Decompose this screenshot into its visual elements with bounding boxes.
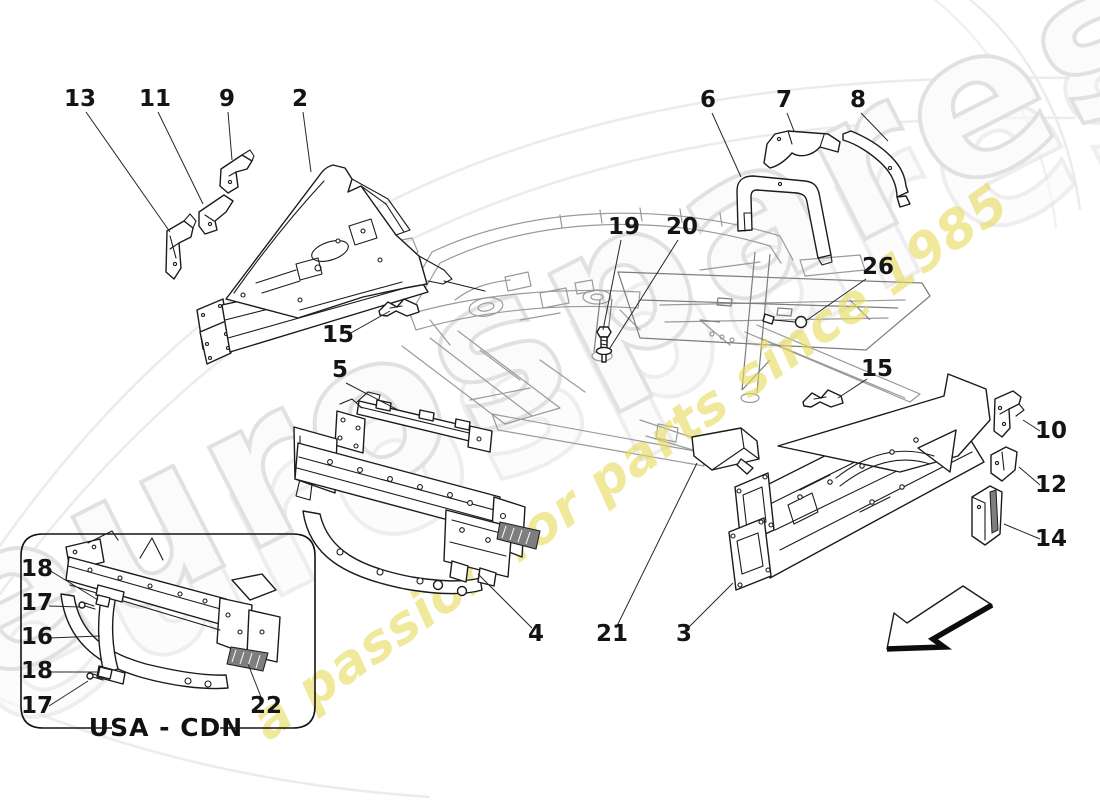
part-number-9[interactable]: 9 xyxy=(219,86,235,112)
part-number-12[interactable]: 12 xyxy=(1035,472,1067,498)
bracket-9 xyxy=(219,149,255,194)
trim-6 xyxy=(736,175,833,266)
leader-21 xyxy=(615,462,698,629)
front-frame-4 xyxy=(293,398,541,597)
crossmember-5 xyxy=(356,391,493,453)
part-number-26[interactable]: 26 xyxy=(862,254,894,280)
rail-assembly-3 xyxy=(728,373,991,591)
part-number-15-left[interactable]: 15 xyxy=(322,322,354,348)
part-number-11[interactable]: 11 xyxy=(139,86,171,112)
part-number-14[interactable]: 14 xyxy=(1035,526,1067,552)
part-number-8[interactable]: 8 xyxy=(850,87,866,113)
leader-10 xyxy=(1022,419,1041,432)
leader-22 xyxy=(247,663,264,703)
inset-frame-drawing xyxy=(60,530,281,690)
pin-26 xyxy=(762,313,808,329)
leader-5 xyxy=(345,382,399,411)
part-number-4[interactable]: 4 xyxy=(528,621,544,647)
ghost-chassis xyxy=(384,207,931,467)
usa-cdn-inset: USA - CDN xyxy=(20,530,316,742)
leader-18-top xyxy=(48,569,99,601)
part-number-20[interactable]: 20 xyxy=(666,214,698,240)
leader-11 xyxy=(157,111,204,205)
part-number-10[interactable]: 10 xyxy=(1035,418,1067,444)
part-number-18-top[interactable]: 18 xyxy=(21,556,53,582)
part-number-21[interactable]: 21 xyxy=(596,621,628,647)
plate-22 xyxy=(226,646,269,672)
part-number-18-bottom[interactable]: 18 xyxy=(21,658,53,684)
leader-15-left xyxy=(348,310,391,335)
direction-arrow xyxy=(886,585,994,652)
trim-7 xyxy=(763,130,841,169)
leader-12 xyxy=(1018,466,1041,486)
leader-15-right xyxy=(837,378,868,399)
inset-caption: USA - CDN xyxy=(89,713,243,742)
floor-panel-ghost xyxy=(617,271,931,351)
leader-13 xyxy=(85,111,171,233)
trim-8 xyxy=(842,130,911,208)
leader-17-top xyxy=(48,605,81,608)
bracket-10 xyxy=(993,390,1025,438)
leader-7 xyxy=(786,112,795,132)
part-number-17-bottom[interactable]: 17 xyxy=(21,693,53,719)
bracket-12 xyxy=(990,446,1018,482)
bracket-13 xyxy=(165,213,197,280)
leader-3 xyxy=(687,582,734,629)
leader-20 xyxy=(609,239,679,349)
leader-26 xyxy=(806,278,867,321)
bolt-17-top xyxy=(78,601,96,610)
bracket-11 xyxy=(198,194,234,235)
leader-4 xyxy=(477,573,533,629)
part-number-16[interactable]: 16 xyxy=(21,624,53,650)
clip-18-top xyxy=(95,594,111,608)
part-number-7[interactable]: 7 xyxy=(776,87,792,113)
leader-17-bottom xyxy=(48,680,89,707)
frame-part-2 xyxy=(196,164,486,365)
duct-21 xyxy=(691,427,760,475)
leader-8 xyxy=(860,112,889,142)
part-number-6[interactable]: 6 xyxy=(700,87,716,113)
leader-6 xyxy=(711,112,742,178)
part-number-22[interactable]: 22 xyxy=(250,693,282,719)
leader-16 xyxy=(48,635,101,639)
inset-border xyxy=(20,533,316,729)
part-number-13[interactable]: 13 xyxy=(64,86,96,112)
part-number-19[interactable]: 19 xyxy=(608,214,640,240)
leader-2 xyxy=(302,111,312,173)
part-number-15-right[interactable]: 15 xyxy=(861,356,893,382)
bolt-19-20 xyxy=(595,326,613,363)
part-number-17-top[interactable]: 17 xyxy=(21,590,53,616)
part-number-3[interactable]: 3 xyxy=(676,621,692,647)
part-number-5[interactable]: 5 xyxy=(332,357,348,383)
bracket-15-right xyxy=(802,389,844,408)
clip-18-bottom xyxy=(97,666,113,680)
bracket-14 xyxy=(971,485,1003,546)
part-number-2[interactable]: 2 xyxy=(292,86,308,112)
leader-19 xyxy=(602,239,622,331)
leader-14 xyxy=(1003,523,1041,540)
leader-9 xyxy=(227,111,233,161)
